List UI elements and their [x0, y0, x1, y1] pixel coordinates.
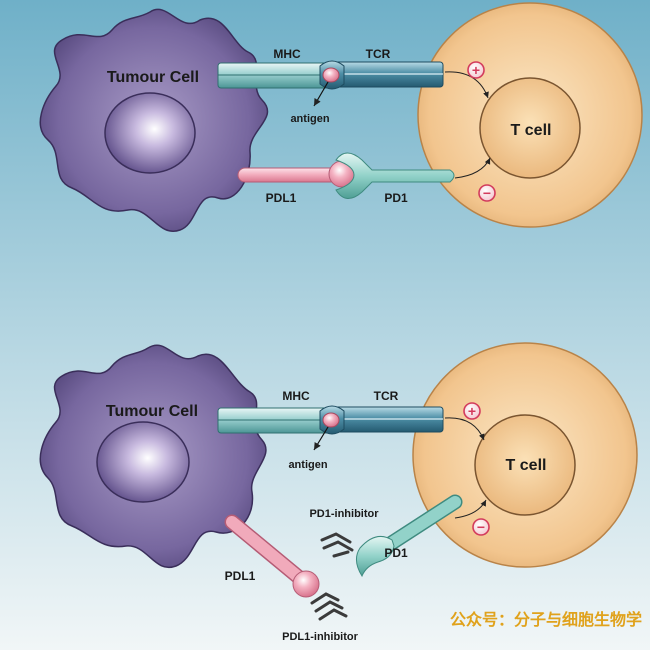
mhc-label: MHC: [282, 389, 310, 403]
pd1-label: PD1: [384, 191, 408, 205]
antigen-peptide: [322, 67, 340, 83]
pdl1-stalk: [226, 516, 308, 586]
minus-sign: −: [477, 519, 485, 535]
pdl1-inhibitor-antibody: [310, 592, 348, 621]
inhibition-arrow: [454, 157, 491, 179]
plus-badge: [463, 402, 481, 420]
watermark-text: 公众号：分子与细胞生物学: [450, 610, 642, 629]
t-cell-label: T cell: [506, 457, 547, 474]
pdl1-label: PDL1: [266, 191, 297, 205]
pdl1-stalk: [237, 167, 339, 183]
mhc-label: MHC: [273, 47, 301, 61]
pd1-label: PD1: [384, 546, 408, 560]
minus-badge: [478, 184, 496, 202]
tumour-nucleus: [104, 92, 196, 174]
panel-bottom: + − Tumour Cell T cell MHC TCR antigen P…: [39, 342, 638, 643]
plus-sign: +: [468, 403, 476, 419]
antigen-peptide: [322, 412, 340, 428]
inhibition-arrow: [454, 499, 487, 519]
pd1-stalk: [378, 496, 461, 554]
tcr-label: TCR: [366, 47, 391, 61]
minus-sign: −: [483, 185, 491, 201]
pd1-inhibitor-label: PD1-inhibitor: [309, 508, 379, 520]
antigen-pointer: [313, 426, 329, 451]
plus-badge: [467, 61, 485, 79]
tumour-nucleus: [96, 421, 190, 503]
panel-top: + − Tumour Cell T cell MHC TCR antigen P…: [39, 2, 643, 233]
pd1-inhibitor-antibody: [320, 532, 354, 558]
activation-arrow: [444, 417, 485, 441]
antigen-label: antigen: [288, 459, 327, 471]
t-cell-nucleus: [479, 77, 581, 179]
t-cell-label: T cell: [511, 122, 552, 139]
tumour-cell-label: Tumour Cell: [106, 403, 198, 420]
pd1-receptor: [335, 152, 455, 199]
antigen-pointer: [313, 81, 329, 107]
plus-sign: +: [472, 62, 480, 78]
tcr-label: TCR: [374, 389, 399, 403]
pdl1-label: PDL1: [225, 569, 256, 583]
pd1-receptor-head: [356, 535, 395, 578]
antigen-label: antigen: [290, 113, 329, 125]
pdl1-inhibitor-label: PDL1-inhibitor: [282, 631, 358, 643]
t-cell-nucleus: [474, 414, 576, 516]
tumour-cell-label: Tumour Cell: [107, 69, 199, 86]
minus-badge: [472, 518, 490, 536]
pdl1-head: [292, 570, 320, 598]
